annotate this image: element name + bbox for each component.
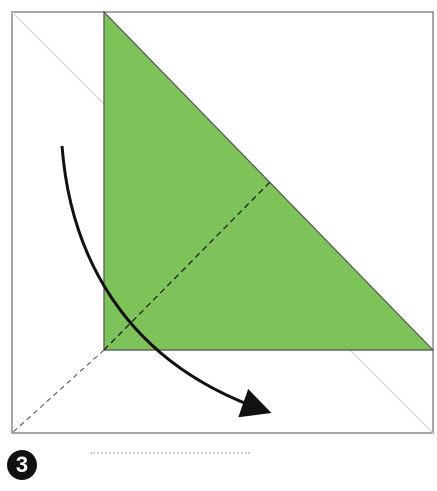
fold-direction-arrow (60, 145, 272, 418)
corner-fold-guide-line (11, 349, 105, 434)
faint-dotted-mark (90, 452, 250, 458)
step-number-badge: 3 (7, 450, 37, 480)
green-folded-triangle (103, 10, 435, 351)
